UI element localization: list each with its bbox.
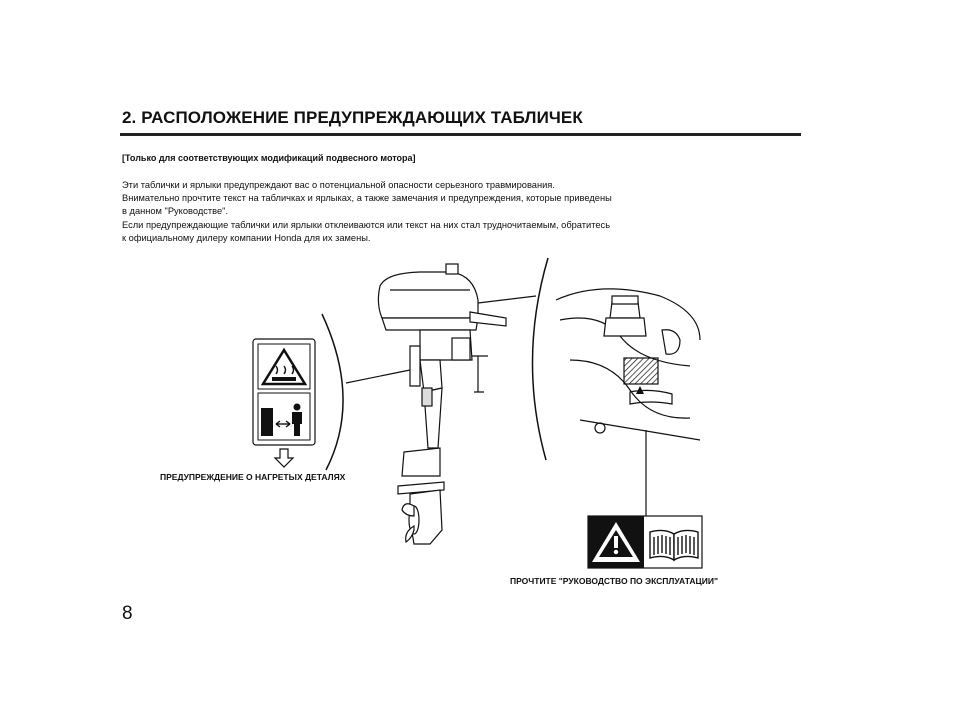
engine-closeup-drawing (555, 288, 701, 441)
hot-surface-warning-icon (260, 347, 308, 386)
arrow-down-icon (273, 448, 295, 468)
hot-parts-warning-label (252, 338, 316, 468)
leader-line-hot-parts (345, 369, 411, 384)
keep-distance-icon (261, 403, 302, 436)
page-number: 8 (122, 603, 133, 624)
open-book-icon (649, 529, 699, 562)
paragraph-line: Эти таблички и ярлыки предупреждают вас … (122, 180, 555, 190)
paragraph-line: Если предупреждающие таблички или ярлыки… (122, 219, 611, 230)
paragraph-line: к официальному дилеру компании Honda для… (122, 232, 371, 243)
section-subtitle: [Только для соответствующих модификаций … (122, 153, 416, 163)
hot-parts-caption: ПРЕДУПРЕЖДЕНИЕ О НАГРЕТЫХ ДЕТАЛЯХ (160, 472, 346, 482)
outboard-motor-drawing (377, 263, 507, 545)
read-manual-label (587, 515, 703, 569)
page-title: 2. РАСПОЛОЖЕНИЕ ПРЕДУПРЕЖДАЮЩИХ ТАБЛИЧЕК (122, 108, 583, 127)
intro-paragraph: Эти таблички и ярлыки предупреждают вас … (122, 179, 612, 245)
callout-arc-right (531, 257, 549, 461)
paragraph-line: в данном "Руководстве". (122, 206, 229, 217)
leader-line-manual (477, 295, 537, 304)
title-rule (120, 133, 801, 136)
callout-arc-left (321, 313, 344, 471)
label-pointer-icon (636, 386, 644, 394)
read-manual-caption: ПРОЧТИТЕ "РУКОВОДСТВО ПО ЭКСПЛУАТАЦИИ" (510, 576, 718, 586)
paragraph-line: Внимательно прочтите текст на табличках … (122, 193, 612, 204)
label-location-marker (623, 357, 659, 385)
warning-triangle-icon (592, 522, 640, 562)
